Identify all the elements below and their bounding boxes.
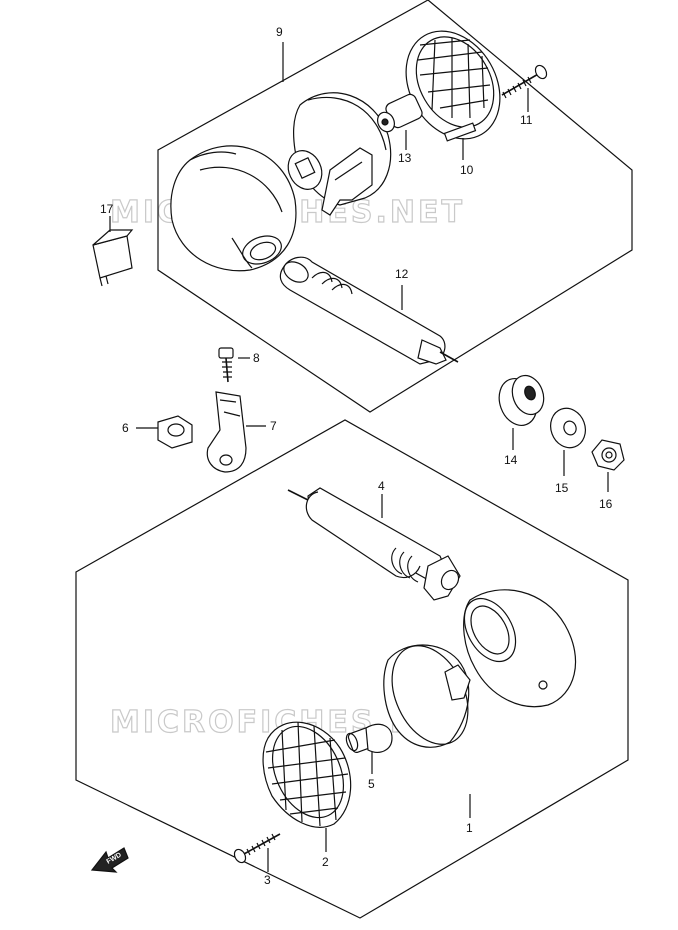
part-17-block[interactable] [92,216,134,287]
part-16-nut[interactable] [591,439,625,492]
callout-2: 2 [322,855,329,869]
callout-8: 8 [253,351,260,365]
callout-16: 16 [599,497,613,511]
callout-10: 10 [460,163,474,177]
part-7-bracket[interactable] [206,391,266,473]
callout-14: 14 [504,453,518,467]
callout-6: 6 [122,421,129,435]
callout-17: 17 [100,202,114,216]
part-9-reflector[interactable] [282,92,392,216]
part-1-housing[interactable] [454,589,577,708]
callout-4: 4 [378,479,385,493]
part-2-lens[interactable] [259,715,358,852]
callout-9: 9 [276,25,283,39]
assembly-9-outline [157,0,633,413]
callout-15: 15 [555,481,569,495]
callout-7: 7 [270,419,277,433]
fwd-direction-arrow: FWD [90,847,129,873]
part-12-wire-socket[interactable] [279,256,459,365]
callout-1: 1 [466,821,473,835]
part-15-washer[interactable] [545,403,591,476]
part-8-bolt[interactable] [218,347,250,383]
part-9-housing[interactable] [170,145,297,272]
part-1-reflector[interactable] [377,634,483,757]
part-11-screw[interactable] [501,63,549,112]
part-13-socket[interactable] [375,92,424,150]
part-3-screw[interactable] [232,833,281,872]
callout-11: 11 [520,113,533,127]
part-10-lens[interactable] [387,14,518,160]
assembly-1-outline [75,419,629,919]
callout-12: 12 [395,267,409,281]
callout-3: 3 [264,873,271,887]
part-14-grommet[interactable] [493,371,549,450]
part-4-wire-socket[interactable] [287,487,462,601]
part-5-bulb[interactable] [344,723,393,774]
part-6-nut[interactable] [136,415,193,449]
callout-13: 13 [398,151,412,165]
callout-5: 5 [368,777,375,791]
